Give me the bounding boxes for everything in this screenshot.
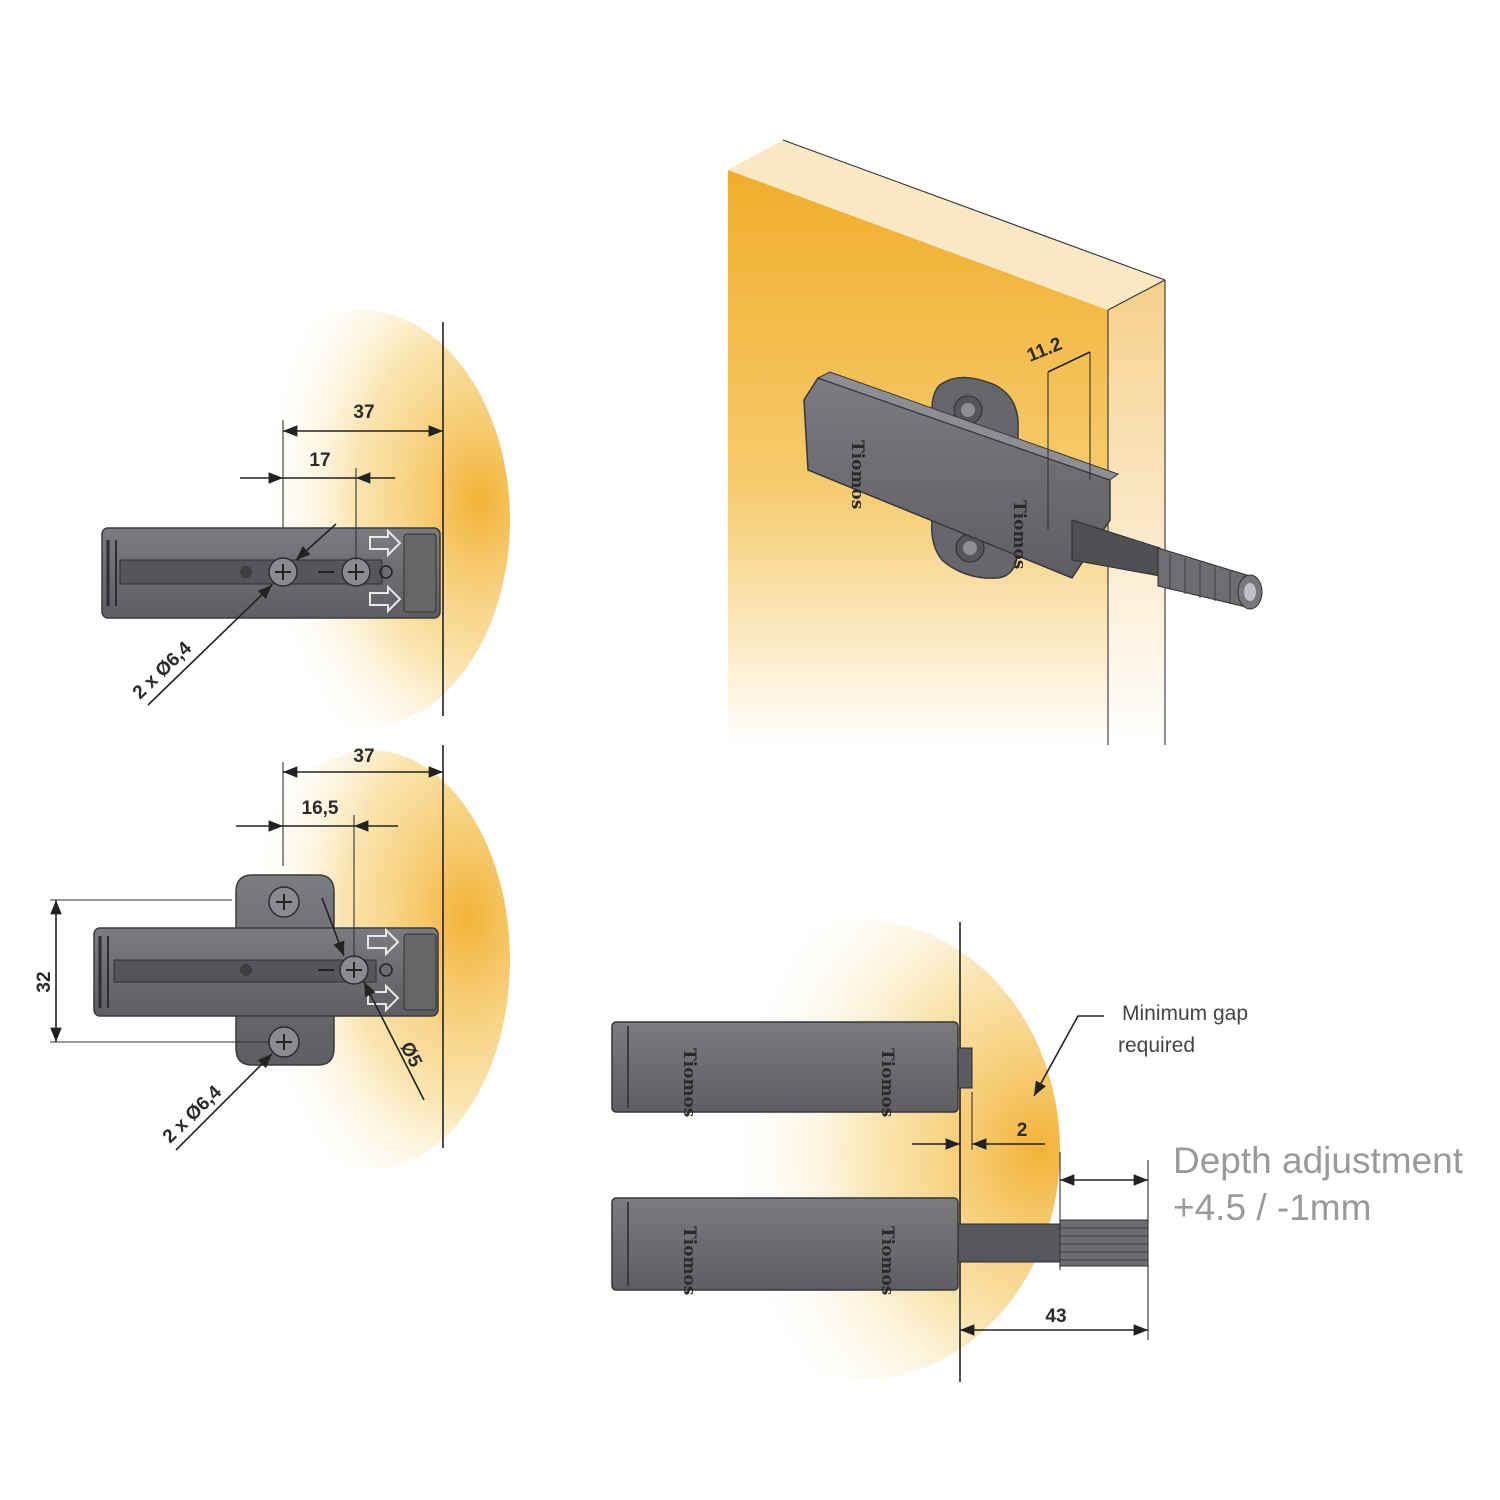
gap-note-line2: required — [1118, 1034, 1195, 1057]
screw-icon — [955, 533, 985, 563]
housing-end-cap — [403, 933, 437, 1011]
small-hole — [240, 566, 252, 578]
dim-37: 37 — [353, 402, 374, 423]
plunger-ribs — [1169, 554, 1231, 604]
hole-label: 2 x Ø6,4 — [159, 1082, 226, 1148]
brand-mark: Tiomos — [1009, 500, 1029, 569]
perspective-view: Tiomos Tiomos 11.2 — [728, 139, 1263, 745]
end-detail — [98, 936, 109, 1008]
dim-32: 32 — [34, 971, 55, 992]
brand-mark: Tiomos — [679, 1048, 699, 1117]
dim-2: 2 — [1017, 1120, 1028, 1141]
cabinet-panel-top — [728, 140, 1165, 310]
screw-hole-icon — [339, 955, 369, 985]
plunger-tip — [957, 1047, 973, 1089]
dim-16-5: 16,5 — [302, 798, 339, 819]
brand-mark: Tiomos — [877, 1226, 897, 1295]
catch-housing-extended — [611, 1197, 959, 1291]
brand-mark: Tiomos — [679, 1226, 699, 1295]
wood-glow — [210, 310, 510, 730]
end-detail — [106, 540, 117, 606]
plunger-shaft — [1059, 1219, 1149, 1267]
cabinet-panel-edge — [1108, 280, 1165, 745]
housing-end-cap — [403, 533, 437, 613]
brand-mark: Tiomos — [847, 440, 867, 509]
side-view: Tiomos Tiomos Minimum gap required 2 Tio… — [611, 920, 1464, 1382]
direction-arrow-icon — [367, 927, 400, 1013]
gap-note-line1: Minimum gap — [1122, 1002, 1248, 1025]
small-hole — [240, 964, 252, 976]
hole-label: 2 x Ø6,4 — [129, 638, 196, 704]
plunger-shaft — [1157, 547, 1251, 609]
dim-37: 37 — [353, 746, 374, 767]
brand-mark: Tiomos — [877, 1048, 897, 1117]
catch-housing-retracted — [611, 1021, 959, 1113]
top-left-view: 37 17 2 x Ø6,4 — [101, 310, 510, 730]
plunger-sleeve — [957, 1223, 1063, 1263]
bottom-left-view: 37 16,5 32 Ø5 2 x Ø6,4 — [34, 745, 510, 1170]
plunger-ribs — [1060, 1227, 1148, 1261]
screw-hole-icon — [268, 886, 300, 918]
dim-17: 17 — [309, 450, 330, 471]
screw-hole-icon — [268, 557, 298, 587]
wood-glow — [660, 920, 1060, 1380]
depth-adjustment-title: Depth adjustment — [1173, 1140, 1464, 1181]
screw-hole-icon — [341, 557, 371, 587]
depth-adjustment-range: +4.5 / -1mm — [1173, 1187, 1371, 1228]
screw-icon — [953, 395, 983, 425]
screw-hole-icon — [268, 1026, 300, 1058]
dim-43: 43 — [1045, 1306, 1066, 1327]
direction-arrow-icon — [369, 528, 402, 614]
